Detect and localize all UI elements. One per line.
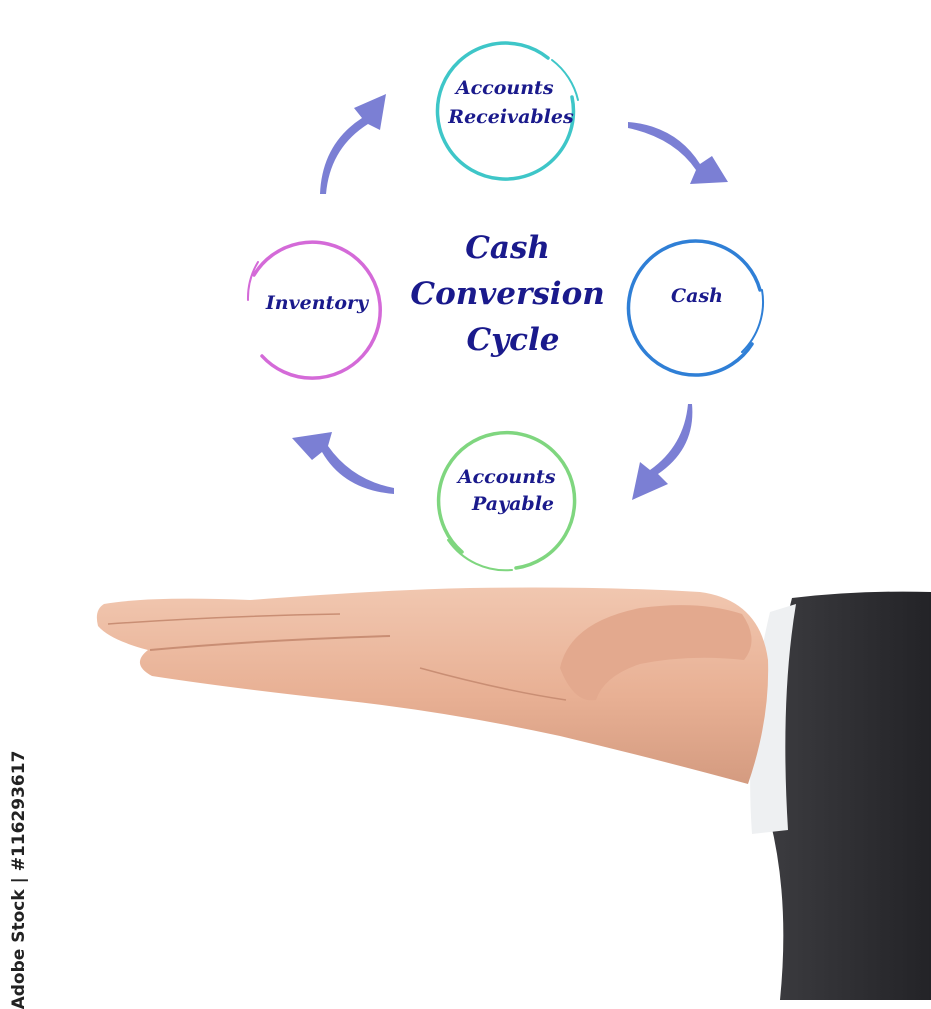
finger-line-1	[149, 635, 391, 651]
node-label-inventory: Inventory	[265, 292, 370, 314]
node-label-inventory-line-1: Inventory	[265, 292, 370, 314]
node-accounts-payable: Accounts Payable	[436, 430, 577, 572]
node-label-payable-line-1: Accounts	[456, 466, 556, 488]
finger-line-2	[107, 613, 341, 625]
node-label-payable: Accounts Payable	[456, 466, 562, 515]
node-accounts-receivables: Accounts Receivables	[435, 41, 579, 181]
arrow-cash-to-payable	[632, 404, 693, 500]
palm-crease	[419, 667, 567, 701]
arrow-payable-to-inventory	[292, 432, 394, 494]
title-line-3: Cycle	[466, 322, 559, 358]
node-ring-inventory-tail	[246, 261, 259, 301]
suit-sleeve	[767, 591, 931, 1000]
node-ring-inventory	[252, 240, 382, 380]
node-ring-receivables	[435, 41, 576, 181]
node-inventory: Inventory	[246, 240, 382, 380]
title-line-2: Conversion	[410, 276, 604, 312]
node-ring-payable-tail	[447, 539, 513, 572]
node-ring-cash-tail	[741, 289, 765, 353]
diagram-title: Cash Conversion Cycle	[410, 230, 615, 358]
node-label-cash: Cash	[671, 285, 723, 307]
stock-watermark: Adobe Stock | #116293617	[6, 751, 32, 1009]
stock-watermark-text: Adobe Stock | #116293617	[9, 750, 29, 1009]
node-label-payable-line-2: Payable	[471, 493, 554, 515]
node-label-receivables-line-2: Receivables	[447, 106, 574, 128]
node-label-receivables-line-1: Accounts	[454, 77, 554, 99]
node-ring-receivables-tail	[551, 59, 579, 101]
arrow-inventory-to-receivables	[320, 94, 386, 194]
thumb	[560, 605, 752, 701]
node-cash: Cash	[626, 239, 765, 377]
node-label-receivables: Accounts Receivables	[447, 77, 574, 128]
title-line-1: Cash	[465, 230, 550, 266]
hand-photo	[96, 587, 931, 1000]
node-ring-payable	[436, 430, 577, 570]
node-ring-cash	[626, 239, 762, 377]
node-label-cash-line-1: Cash	[671, 285, 723, 307]
arrow-receivables-to-cash	[628, 122, 728, 184]
